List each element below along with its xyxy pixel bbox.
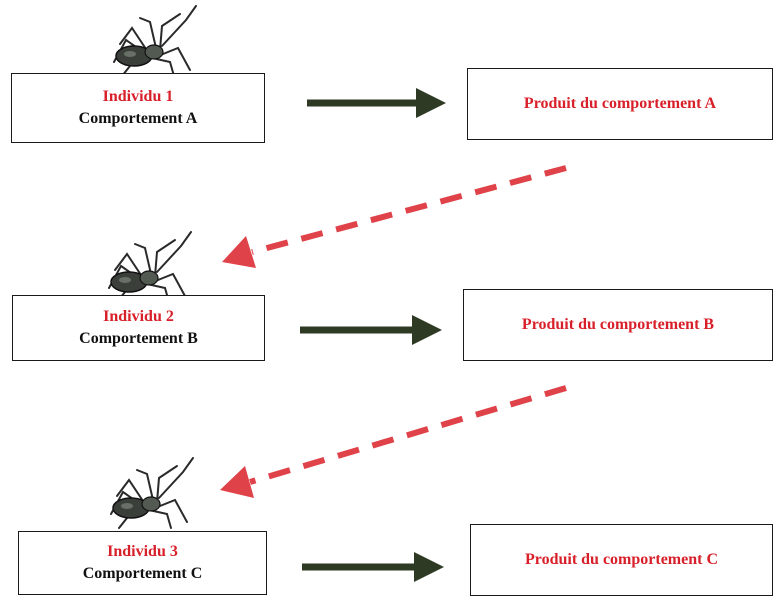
behavior-label: Comportement B bbox=[79, 330, 198, 347]
product-box-1: Produit du comportement A bbox=[467, 68, 773, 140]
solid-arrow-2 bbox=[300, 315, 442, 345]
spider-icon bbox=[108, 231, 192, 303]
individual-label: Individu 1 bbox=[102, 88, 174, 105]
behavior-label: Comportement C bbox=[82, 565, 203, 582]
product-box-2: Produit du comportement B bbox=[463, 289, 773, 361]
spider-icon bbox=[110, 457, 194, 529]
product-label: Produit du comportement C bbox=[524, 551, 719, 568]
solid-arrow-3 bbox=[302, 552, 444, 582]
individual-box-3: Individu 3 Comportement C bbox=[18, 531, 267, 595]
individual-box-2: Individu 2 Comportement B bbox=[12, 295, 265, 361]
product-box-3: Produit du comportement C bbox=[470, 524, 773, 596]
individual-label: Individu 2 bbox=[103, 308, 174, 325]
solid-arrow-1 bbox=[307, 88, 446, 118]
spider-icon bbox=[113, 5, 197, 77]
product-label: Produit du comportement B bbox=[521, 316, 715, 333]
individual-box-1: Individu 1 Comportement A bbox=[11, 73, 265, 143]
dashed-arrow-1 bbox=[222, 165, 567, 268]
product-label: Produit du comportement A bbox=[523, 95, 717, 112]
individual-label: Individu 3 bbox=[107, 543, 178, 560]
dashed-arrow-2 bbox=[220, 385, 567, 498]
behavior-label: Comportement A bbox=[78, 110, 198, 127]
